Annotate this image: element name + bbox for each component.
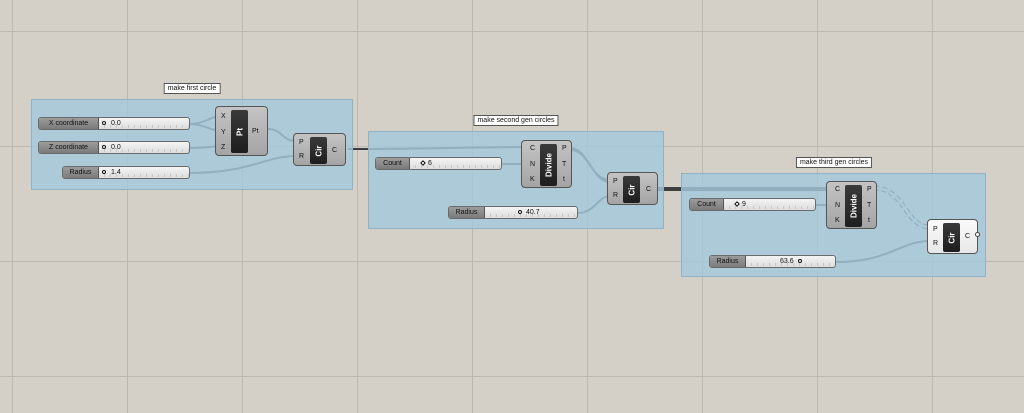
slider-value: 9: [742, 201, 746, 208]
component-name: Divide: [544, 152, 553, 178]
component-core: Cir: [310, 137, 327, 164]
pin-t-lower[interactable]: t: [868, 217, 870, 224]
construct-point-component[interactable]: X Y Z Pt Pt: [215, 106, 268, 156]
pin-r[interactable]: R: [933, 240, 939, 247]
component-core: Cir: [623, 176, 640, 203]
slider-grip-icon[interactable]: [420, 160, 426, 166]
slider-label: Count: [376, 158, 410, 169]
component-name: Cir: [627, 183, 636, 196]
slider-track[interactable]: 40.7: [485, 207, 577, 218]
pin-x[interactable]: X: [221, 113, 226, 120]
output-grip-icon[interactable]: [975, 232, 980, 237]
slider-label: Count: [690, 199, 724, 210]
count-slider-2[interactable]: Count 6: [375, 157, 502, 170]
component-name: Cir: [947, 231, 956, 244]
pin-p[interactable]: P: [867, 186, 872, 193]
pin-c[interactable]: C: [332, 147, 338, 154]
divide-curve-component-2[interactable]: C N K Divide P T t: [521, 140, 572, 188]
component-core: Pt: [231, 110, 248, 153]
slider-grip-icon[interactable]: [518, 210, 522, 214]
component-name: Pt: [235, 127, 244, 136]
group-label: make first circle: [163, 83, 221, 94]
slider-track[interactable]: 63.6: [746, 256, 835, 267]
pin-p[interactable]: P: [562, 145, 567, 152]
pin-p[interactable]: P: [933, 226, 938, 233]
component-name: Divide: [849, 193, 858, 219]
slider-grip-icon[interactable]: [102, 145, 106, 149]
pin-r[interactable]: R: [613, 192, 619, 199]
slider-value: 40.7: [526, 209, 540, 216]
slider-track[interactable]: 9: [724, 199, 815, 210]
circle-component-3[interactable]: P R Cir C: [927, 219, 978, 254]
slider-label: Radius: [449, 207, 485, 218]
pin-c[interactable]: C: [965, 233, 971, 240]
group-label: make third gen circles: [795, 157, 873, 168]
radius-slider-2[interactable]: Radius 40.7: [448, 206, 578, 219]
x-coordinate-slider[interactable]: X coordinate 0.0: [38, 117, 190, 130]
pin-k[interactable]: K: [835, 217, 840, 224]
slider-label: Radius: [710, 256, 746, 267]
pin-c[interactable]: C: [835, 186, 841, 193]
pin-r[interactable]: R: [299, 153, 305, 160]
slider-value: 6: [428, 160, 432, 167]
count-slider-3[interactable]: Count 9: [689, 198, 816, 211]
component-name: Cir: [314, 144, 323, 157]
slider-value: 1.4: [111, 169, 121, 176]
slider-label: X coordinate: [39, 118, 99, 129]
slider-track[interactable]: 6: [410, 158, 501, 169]
slider-grip-icon[interactable]: [102, 121, 106, 125]
slider-track[interactable]: 0.0: [99, 118, 189, 129]
component-core: Divide: [540, 144, 557, 186]
slider-label: Radius: [63, 167, 99, 178]
pin-z[interactable]: Z: [221, 144, 226, 151]
pin-t[interactable]: T: [867, 202, 872, 209]
pin-p[interactable]: P: [299, 139, 304, 146]
slider-grip-icon[interactable]: [798, 259, 802, 263]
slider-value: 0.0: [111, 144, 121, 151]
slider-grip-icon[interactable]: [734, 201, 740, 207]
z-coordinate-slider[interactable]: Z coordinate 0.0: [38, 141, 190, 154]
slider-grip-icon[interactable]: [102, 170, 106, 174]
divide-curve-component-3[interactable]: C N K Divide P T t: [826, 181, 877, 229]
radius-slider-3[interactable]: Radius 63.6: [709, 255, 836, 268]
pin-c[interactable]: C: [646, 186, 652, 193]
slider-value: 0.0: [111, 120, 121, 127]
radius-slider-1[interactable]: Radius 1.4: [62, 166, 190, 179]
pin-n[interactable]: N: [530, 161, 536, 168]
pin-k[interactable]: K: [530, 176, 535, 183]
component-core: Divide: [845, 185, 862, 227]
pin-p[interactable]: P: [613, 178, 618, 185]
pin-n[interactable]: N: [835, 202, 841, 209]
slider-label: Z coordinate: [39, 142, 99, 153]
pin-y[interactable]: Y: [221, 129, 226, 136]
pin-t[interactable]: T: [562, 161, 567, 168]
circle-component-2[interactable]: P R Cir C: [607, 172, 658, 205]
slider-value: 63.6: [780, 258, 794, 265]
pin-t-lower[interactable]: t: [563, 176, 565, 183]
slider-track[interactable]: 1.4: [99, 167, 189, 178]
circle-component-1[interactable]: P R Cir C: [293, 133, 346, 166]
pin-pt[interactable]: Pt: [252, 128, 259, 135]
pin-c[interactable]: C: [530, 145, 536, 152]
component-core: Cir: [943, 223, 960, 252]
slider-track[interactable]: 0.0: [99, 142, 189, 153]
group-label: make second gen circles: [473, 115, 559, 126]
